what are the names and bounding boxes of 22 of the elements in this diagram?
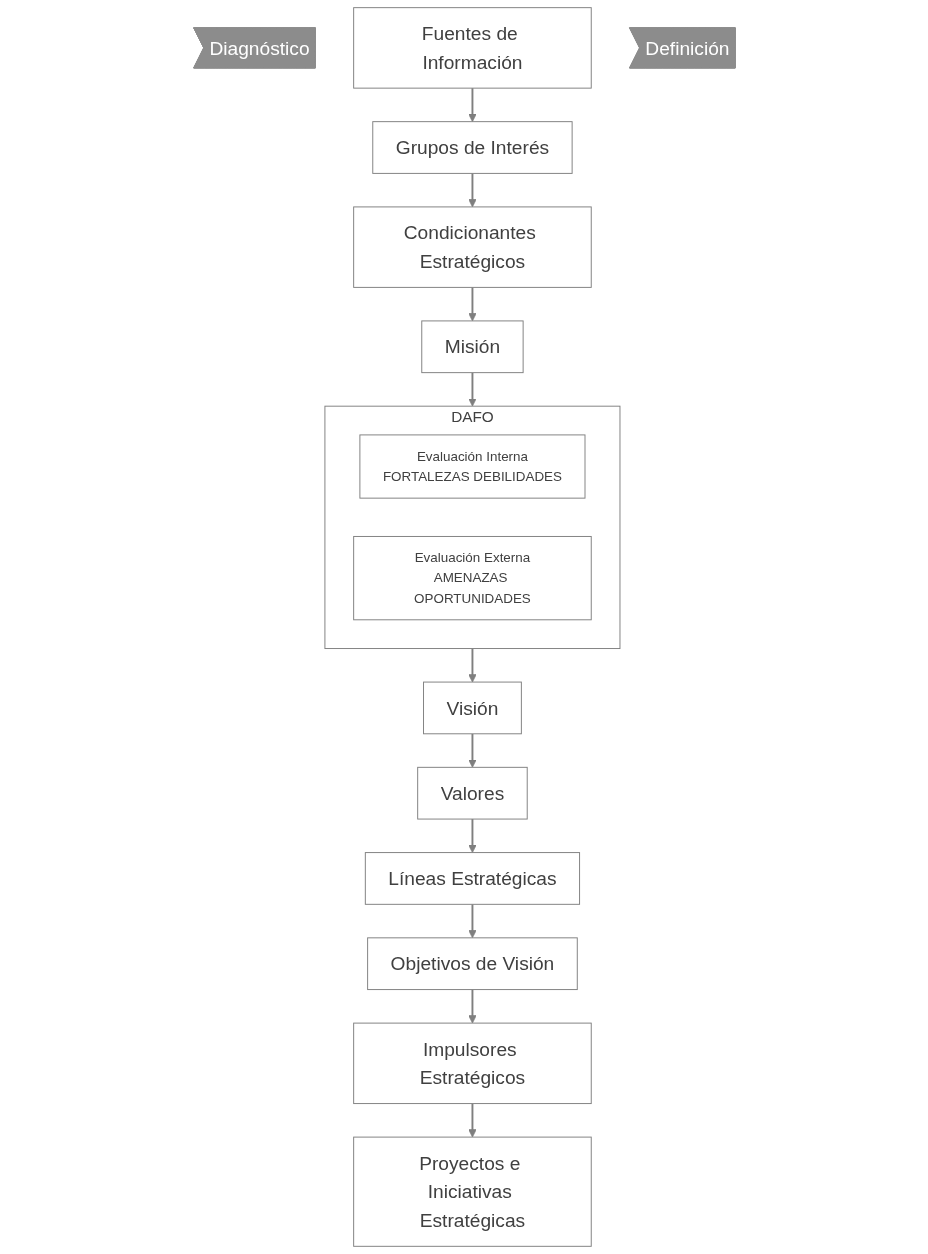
node-box: Visión — [422, 681, 522, 735]
node-box: Valores — [416, 766, 528, 820]
node-box: Evaluación Externa AMENAZAS OPORTUNIDADES — [352, 536, 592, 621]
arrow — [467, 286, 477, 322]
arrow — [467, 87, 477, 123]
node-box: Misión — [420, 320, 524, 374]
node-box: Líneas Estratégicas — [364, 852, 580, 905]
arrow — [467, 732, 477, 768]
node-box: Evaluación Interna FORTALEZAS DEBILIDADES — [358, 434, 586, 499]
node-box: Condicionantes Estratégicos — [352, 206, 592, 288]
node-box: Grupos de Interés — [371, 121, 573, 174]
arrow — [467, 818, 477, 853]
node-box: Impulsores Estratégicos — [352, 1022, 592, 1105]
node-box: Proyectos e Iniciativas Estratégicas — [352, 1136, 592, 1247]
node-box: Objetivos de Visión — [366, 937, 578, 991]
arrow — [467, 647, 477, 683]
node-box: Fuentes de Información — [352, 7, 592, 89]
arrow — [467, 172, 477, 208]
arrow — [467, 903, 477, 939]
arrow — [467, 1102, 477, 1138]
arrow — [467, 988, 477, 1024]
arrow — [467, 371, 477, 407]
